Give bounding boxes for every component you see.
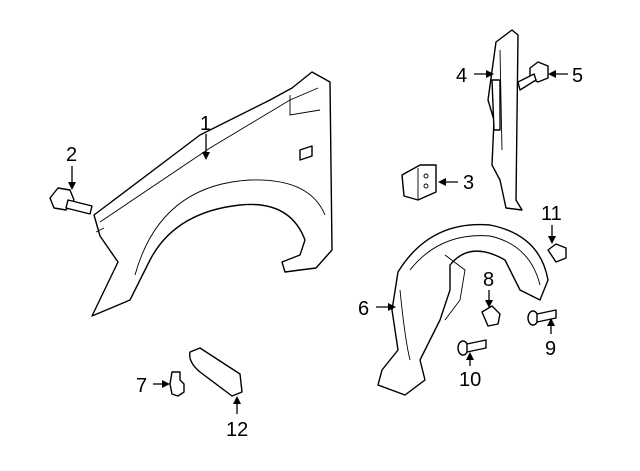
stud-part-7 bbox=[169, 371, 185, 397]
callout-6: 6 bbox=[358, 298, 369, 320]
callout-2: 2 bbox=[66, 144, 77, 166]
callout-4: 4 bbox=[456, 65, 467, 87]
callout-12: 12 bbox=[226, 419, 248, 441]
leader-arrows bbox=[68, 70, 568, 414]
callout-11: 11 bbox=[541, 203, 562, 225]
bolt-part-2 bbox=[49, 187, 93, 215]
callout-10: 10 bbox=[459, 369, 481, 391]
bracket-part-3 bbox=[401, 164, 437, 201]
molding-part-12 bbox=[189, 347, 243, 397]
fender-part bbox=[91, 71, 333, 317]
callout-3: 3 bbox=[463, 172, 474, 194]
callout-8: 8 bbox=[483, 269, 494, 291]
callout-7: 7 bbox=[136, 375, 147, 397]
callout-1: 1 bbox=[200, 113, 211, 135]
nut-part-8 bbox=[481, 305, 501, 327]
callout-5: 5 bbox=[572, 65, 583, 87]
bolt-part-5 bbox=[517, 61, 549, 91]
support-bracket-part-4 bbox=[487, 29, 523, 211]
callout-9: 9 bbox=[545, 338, 556, 360]
clip-part-10 bbox=[457, 339, 487, 356]
fender-liner-part-6 bbox=[377, 223, 549, 396]
nut-part-11 bbox=[547, 243, 567, 263]
